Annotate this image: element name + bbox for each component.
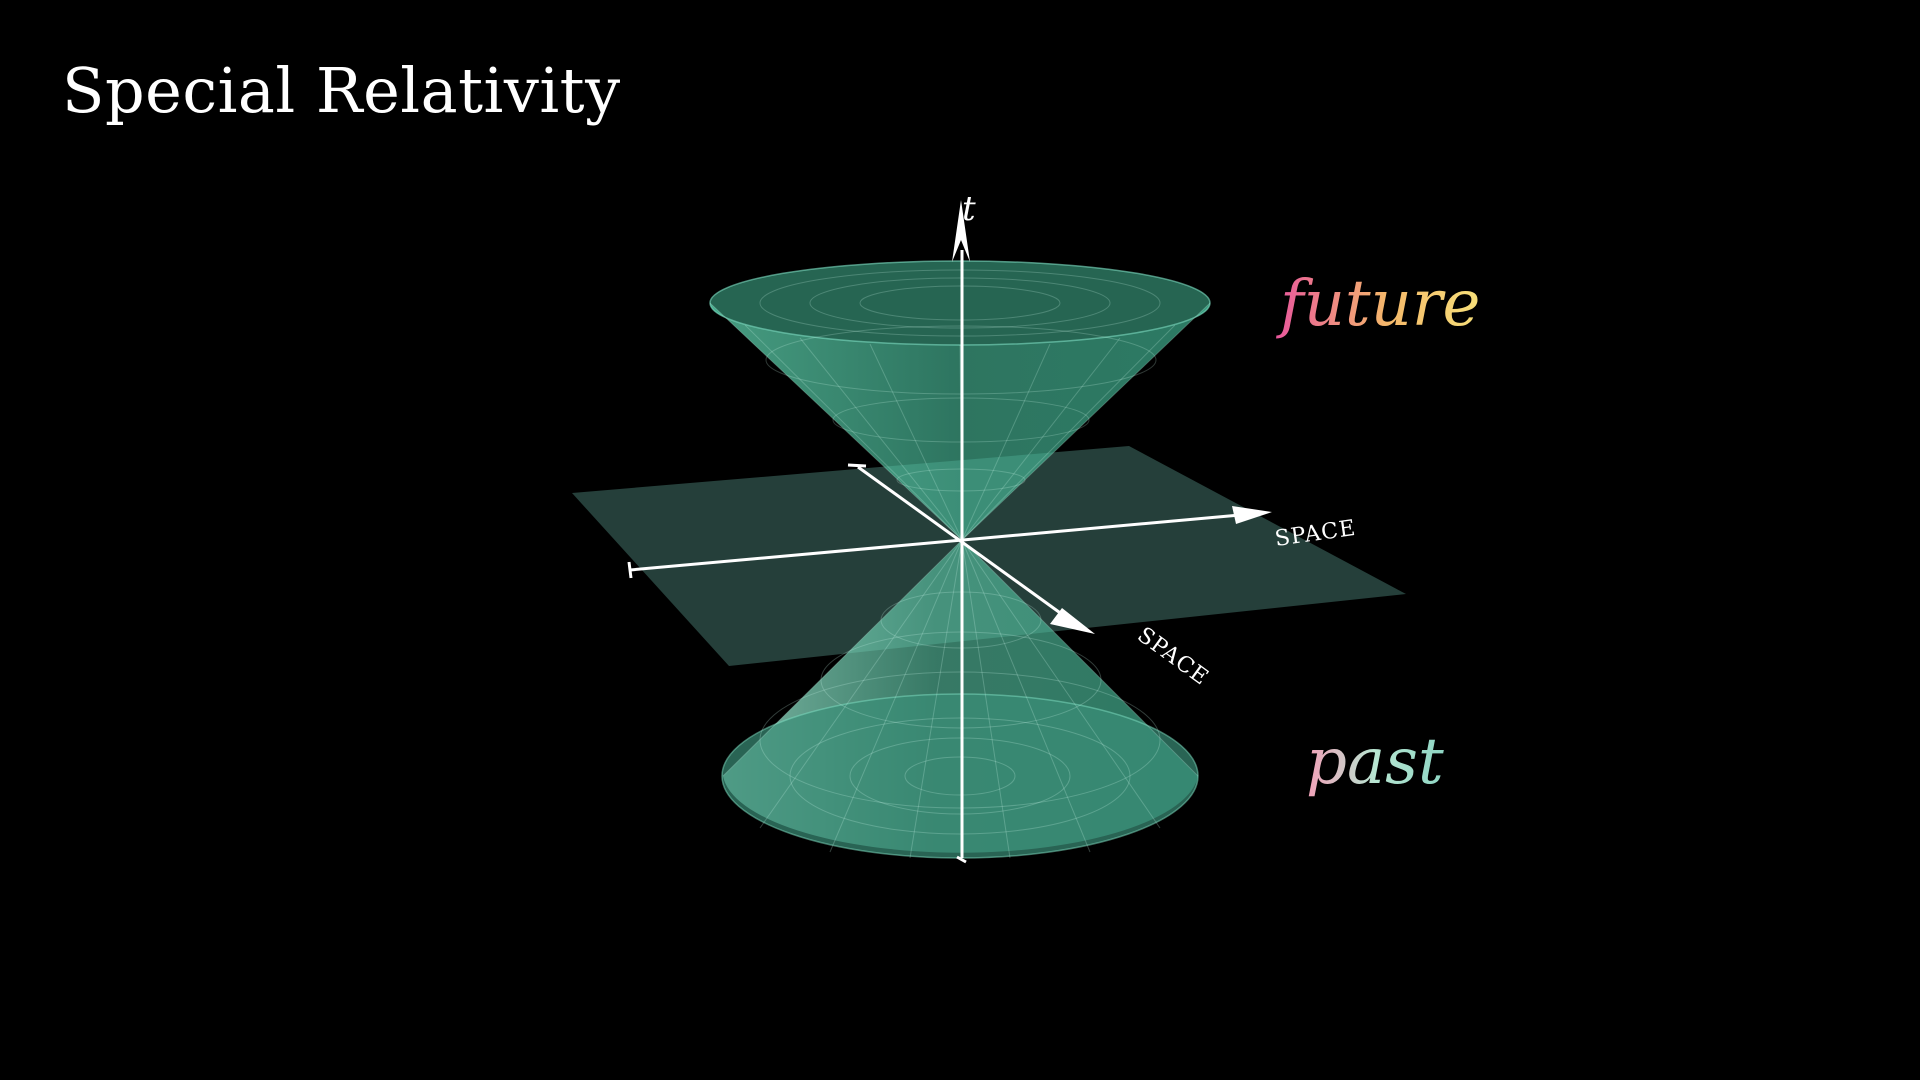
- time-axis-label: t: [962, 189, 976, 229]
- future-cone-rim: [709, 260, 1211, 346]
- space-axis-label-depth: SPACE: [1132, 623, 1213, 691]
- future-label: future: [1276, 267, 1480, 341]
- space-axis-depth: [847, 463, 1095, 634]
- space-plane: [572, 446, 1406, 666]
- future-cone-surface: [710, 303, 1210, 540]
- page-title: Special Relativity: [62, 54, 621, 127]
- past-label: past: [1306, 725, 1444, 799]
- future-cone: [709, 260, 1211, 541]
- time-axis: [952, 200, 970, 864]
- past-cone-base: [721, 693, 1199, 859]
- space-axis-horizontal: [627, 506, 1272, 579]
